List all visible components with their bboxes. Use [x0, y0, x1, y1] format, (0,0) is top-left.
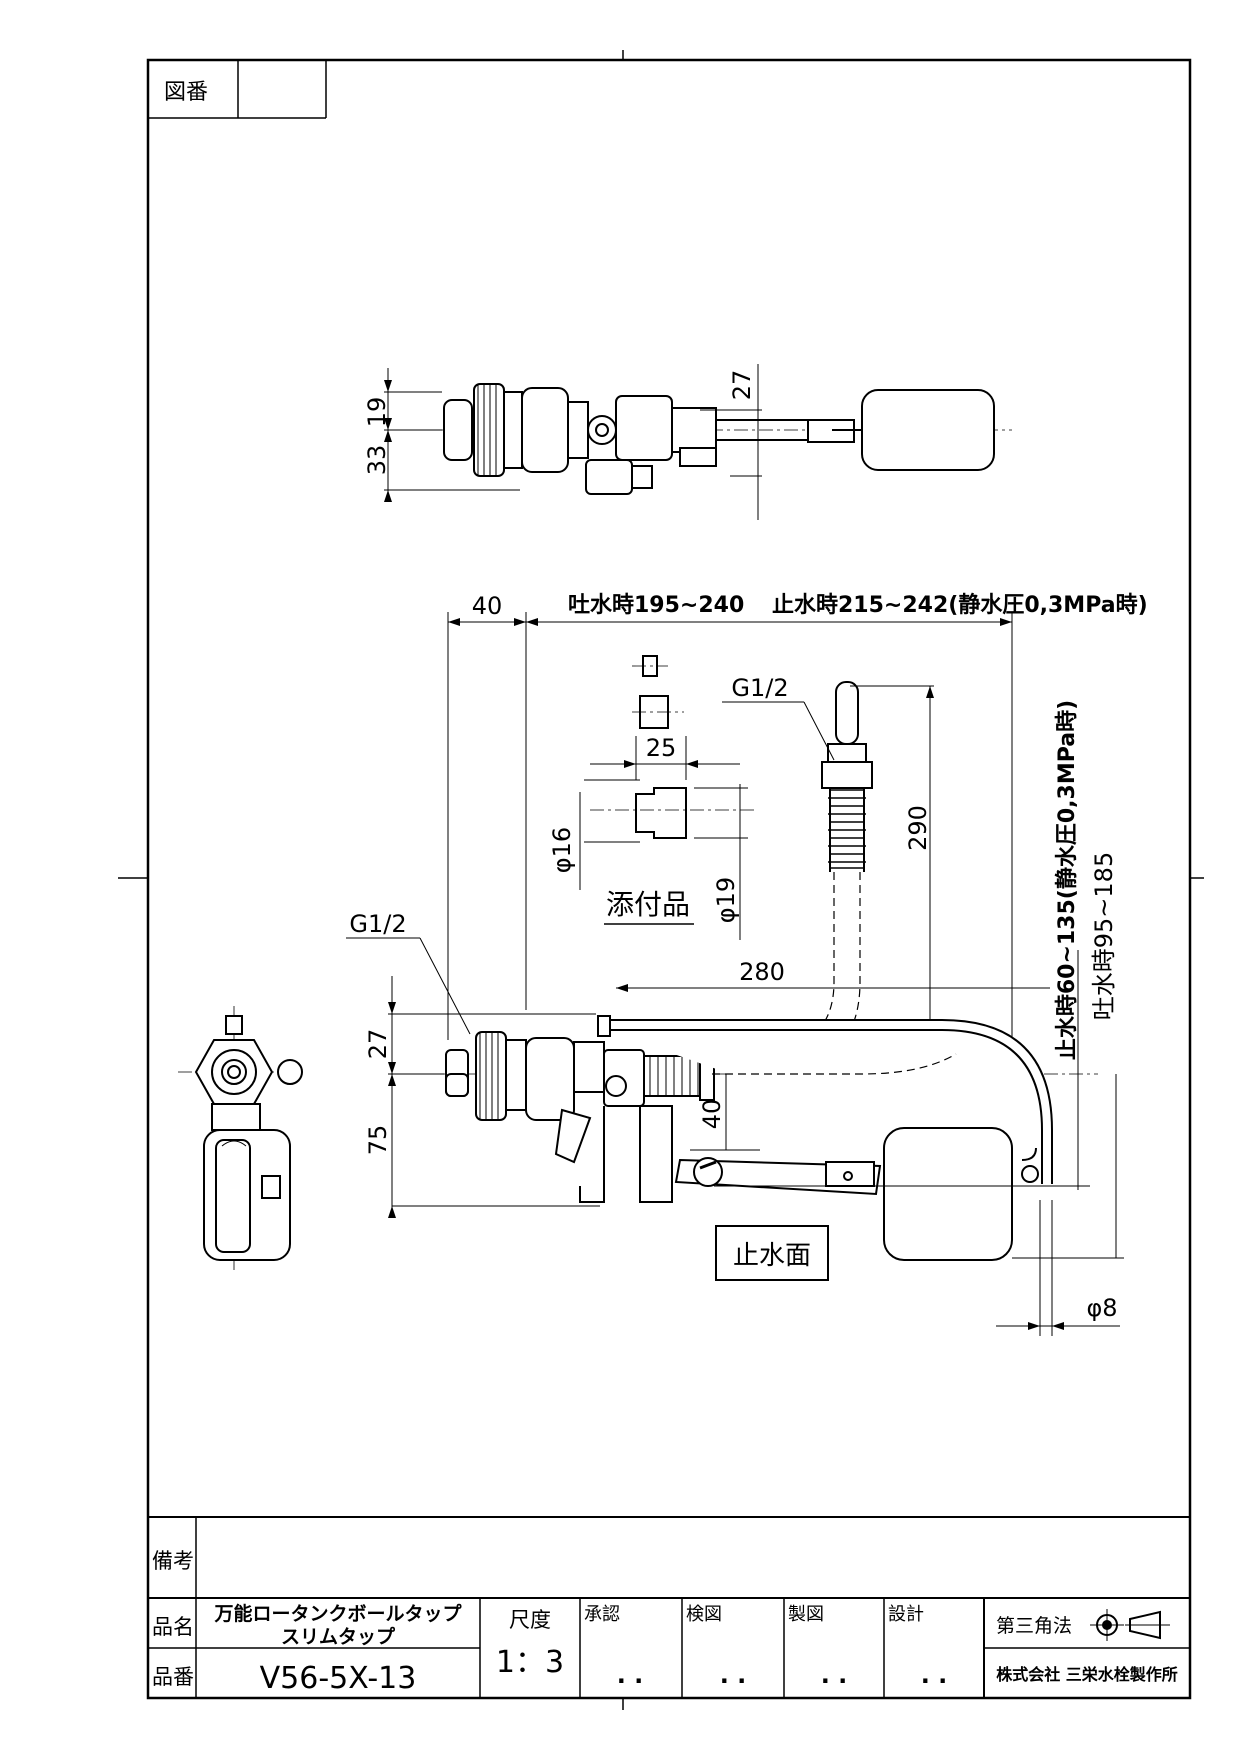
dim-discharge-length: 吐水時195~240 — [568, 593, 744, 618]
drawing-number-box: 図番 — [148, 60, 327, 119]
design-date: . . — [921, 1661, 948, 1689]
remarks-label: 備考 — [152, 1549, 194, 1573]
dim-top-33: 33 — [363, 445, 391, 476]
third-angle-projection-icon — [1090, 1609, 1170, 1641]
water-stop-surface-label: 止水面 — [733, 1241, 811, 1271]
dim-phi8: φ8 — [1086, 1294, 1117, 1322]
dim-40-mid: 40 — [698, 1099, 726, 1130]
dim-phi19: φ19 — [712, 877, 740, 923]
front-view: 40 吐水時195~240 止水時215~242(静水圧0,3MPa時) 25 … — [346, 592, 1148, 1336]
dim-stop-height: 止水時60~135(静水圧0,3MPa時) — [1054, 700, 1080, 1060]
top-view: 19 33 27 — [363, 364, 1012, 520]
drafting-label: 製図 — [788, 1604, 824, 1625]
dim-phi16: φ16 — [548, 827, 576, 873]
drawing-frame — [146, 58, 1192, 1700]
accessory-label: 添付品 — [606, 888, 690, 921]
dim-stop-length: 止水時215~242(静水圧0,3MPa時) — [772, 592, 1148, 618]
dim-25: 25 — [646, 734, 677, 762]
dim-40-top: 40 — [472, 592, 503, 620]
dim-280: 280 — [739, 958, 785, 986]
projection-label: 第三角法 — [996, 1615, 1072, 1637]
approval-label: 承認 — [584, 1604, 620, 1625]
dim-290: 290 — [904, 805, 932, 851]
drafting-date: . . — [821, 1661, 848, 1689]
dim-27: 27 — [364, 1029, 392, 1060]
approval-date: . . — [617, 1661, 644, 1689]
product-name-line2: スリムタップ — [281, 1625, 396, 1648]
accessory-parts: 25 φ16 φ19 添付品 — [548, 655, 754, 940]
dim-discharge-height: 吐水時95~185 — [1090, 852, 1118, 1020]
scale-label: 尺度 — [509, 1608, 551, 1632]
company-name: 株式会社 三栄水栓製作所 — [996, 1665, 1178, 1684]
dim-top-27: 27 — [728, 370, 756, 401]
dim-g12-left: G1/2 — [349, 910, 406, 938]
side-view — [178, 1006, 303, 1270]
water-stop-surface-box — [715, 1225, 829, 1281]
product-number: V56-5X-13 — [260, 1661, 417, 1696]
product-name-line1: 万能ロータンクボールタップ — [213, 1602, 462, 1625]
supply-hose: 290 G1/2 — [722, 674, 934, 1079]
scale-value: 1：3 — [496, 1645, 564, 1680]
drawing-number-label: 図番 — [164, 80, 208, 105]
title-block: 備考 品名 万能ロータンクボールタップ スリムタップ 品番 V56-5X-13 … — [148, 1516, 1190, 1698]
check-label: 検図 — [686, 1604, 722, 1625]
dim-g12-right: G1/2 — [731, 674, 788, 702]
dim-75: 75 — [364, 1125, 392, 1156]
product-number-label: 品番 — [152, 1665, 194, 1689]
check-date: . . — [720, 1661, 747, 1689]
dim-top-19: 19 — [363, 397, 391, 428]
product-name-label: 品名 — [152, 1615, 194, 1639]
design-label: 設計 — [888, 1604, 924, 1625]
